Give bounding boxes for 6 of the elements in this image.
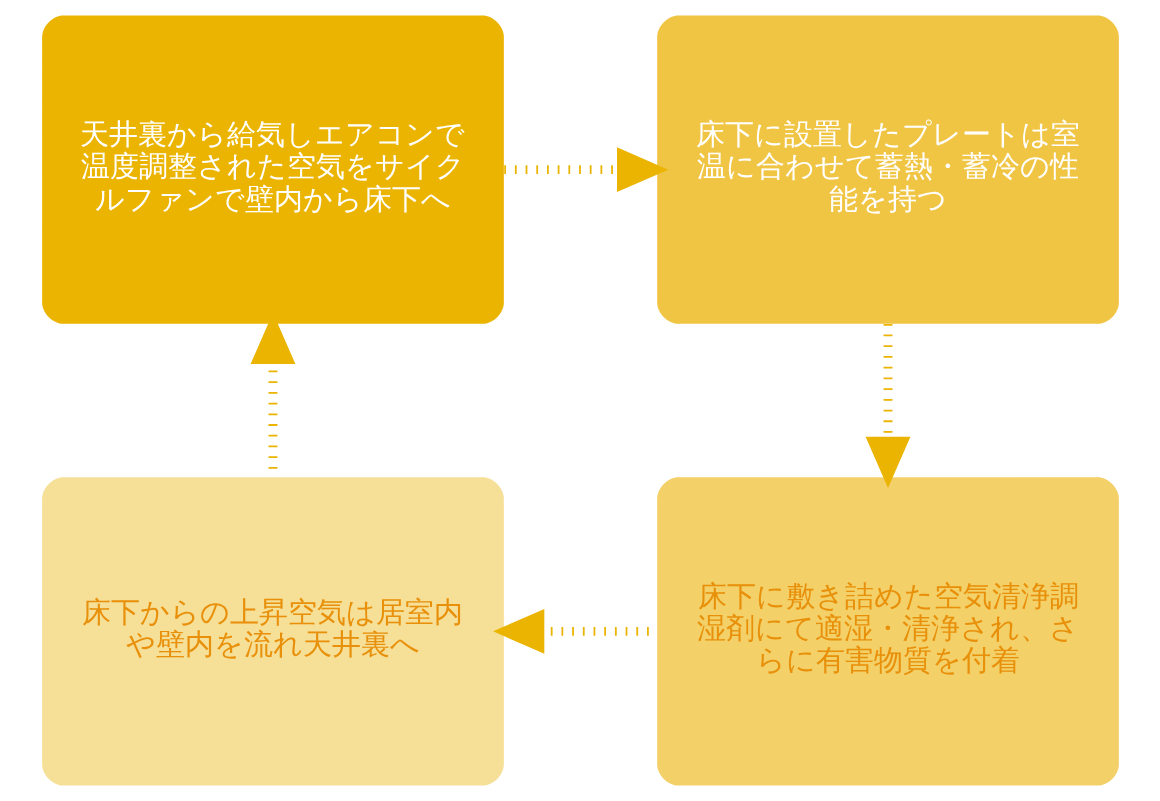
node-box: 天井裏から給気しエアコンで温度調整された空気をサイクルファンで壁内から床下へ [41,15,504,324]
node-box: 床下に設置したプレートは室温に合わせて蓄熱・蓄冷の性能を持つ [656,15,1119,324]
node-box: 床下からの上昇空気は居室内や壁内を流れ天井裏へ [41,477,504,786]
arrow [503,147,668,193]
arrow [865,324,910,489]
node-box: 床下に敷き詰めた空気清浄調湿剤にて適湿・清浄され、さらに有害物質を付着 [656,477,1119,786]
